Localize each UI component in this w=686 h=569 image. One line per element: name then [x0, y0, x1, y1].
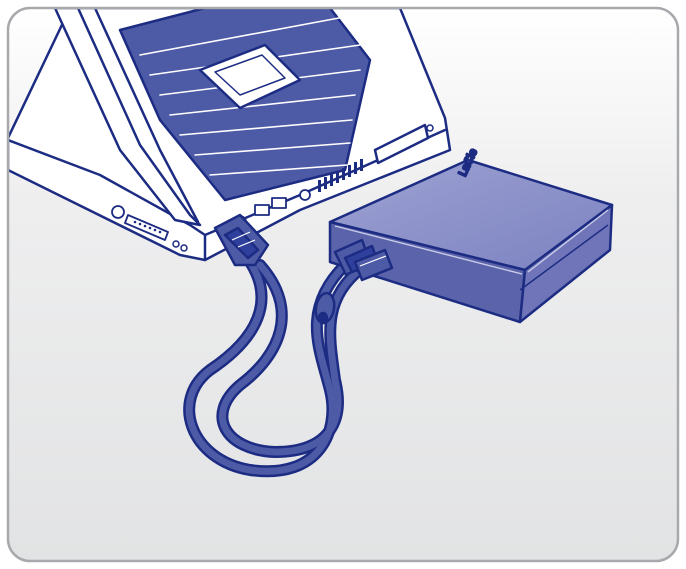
scene: LaCie — [8, 8, 678, 561]
